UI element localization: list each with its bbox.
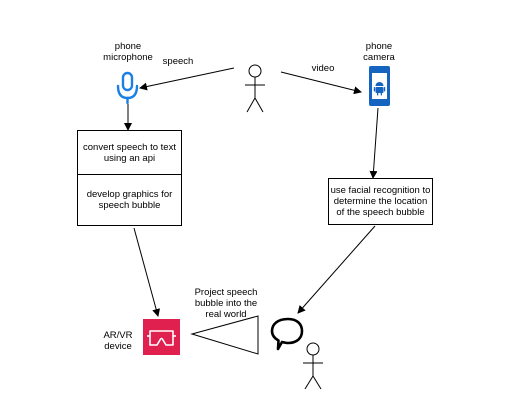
graphics-to-device-arrow xyxy=(133,227,161,317)
speech-arrow xyxy=(139,67,235,91)
video-label: video xyxy=(311,63,335,74)
arvr-device-label: AR/VR device xyxy=(103,330,133,352)
facial-recognition-box: use facial recognition to determine the … xyxy=(328,178,433,225)
speech-label: speech xyxy=(162,56,194,67)
convert-speech-box: convert speech to text using an api xyxy=(77,130,182,175)
listener-person-icon xyxy=(303,342,323,390)
develop-graphics-box: develop graphics for speech bubble xyxy=(77,174,182,226)
vr-headset-icon xyxy=(143,319,180,355)
android-phone-icon xyxy=(369,66,390,106)
video-arrow xyxy=(280,71,362,95)
microphone-icon xyxy=(116,71,139,105)
speaker-person-icon xyxy=(245,64,265,113)
project-bubble-label: Project speech bubble into the real worl… xyxy=(194,287,258,320)
phone-camera-label: phone camera xyxy=(363,41,395,63)
speech-bubble-icon xyxy=(270,317,304,351)
phone-microphone-label: phone microphone xyxy=(103,41,153,63)
recognition-to-bubble-arrow xyxy=(297,225,376,314)
projection-beam xyxy=(190,315,259,355)
camera-to-recognition-arrow xyxy=(369,107,379,179)
